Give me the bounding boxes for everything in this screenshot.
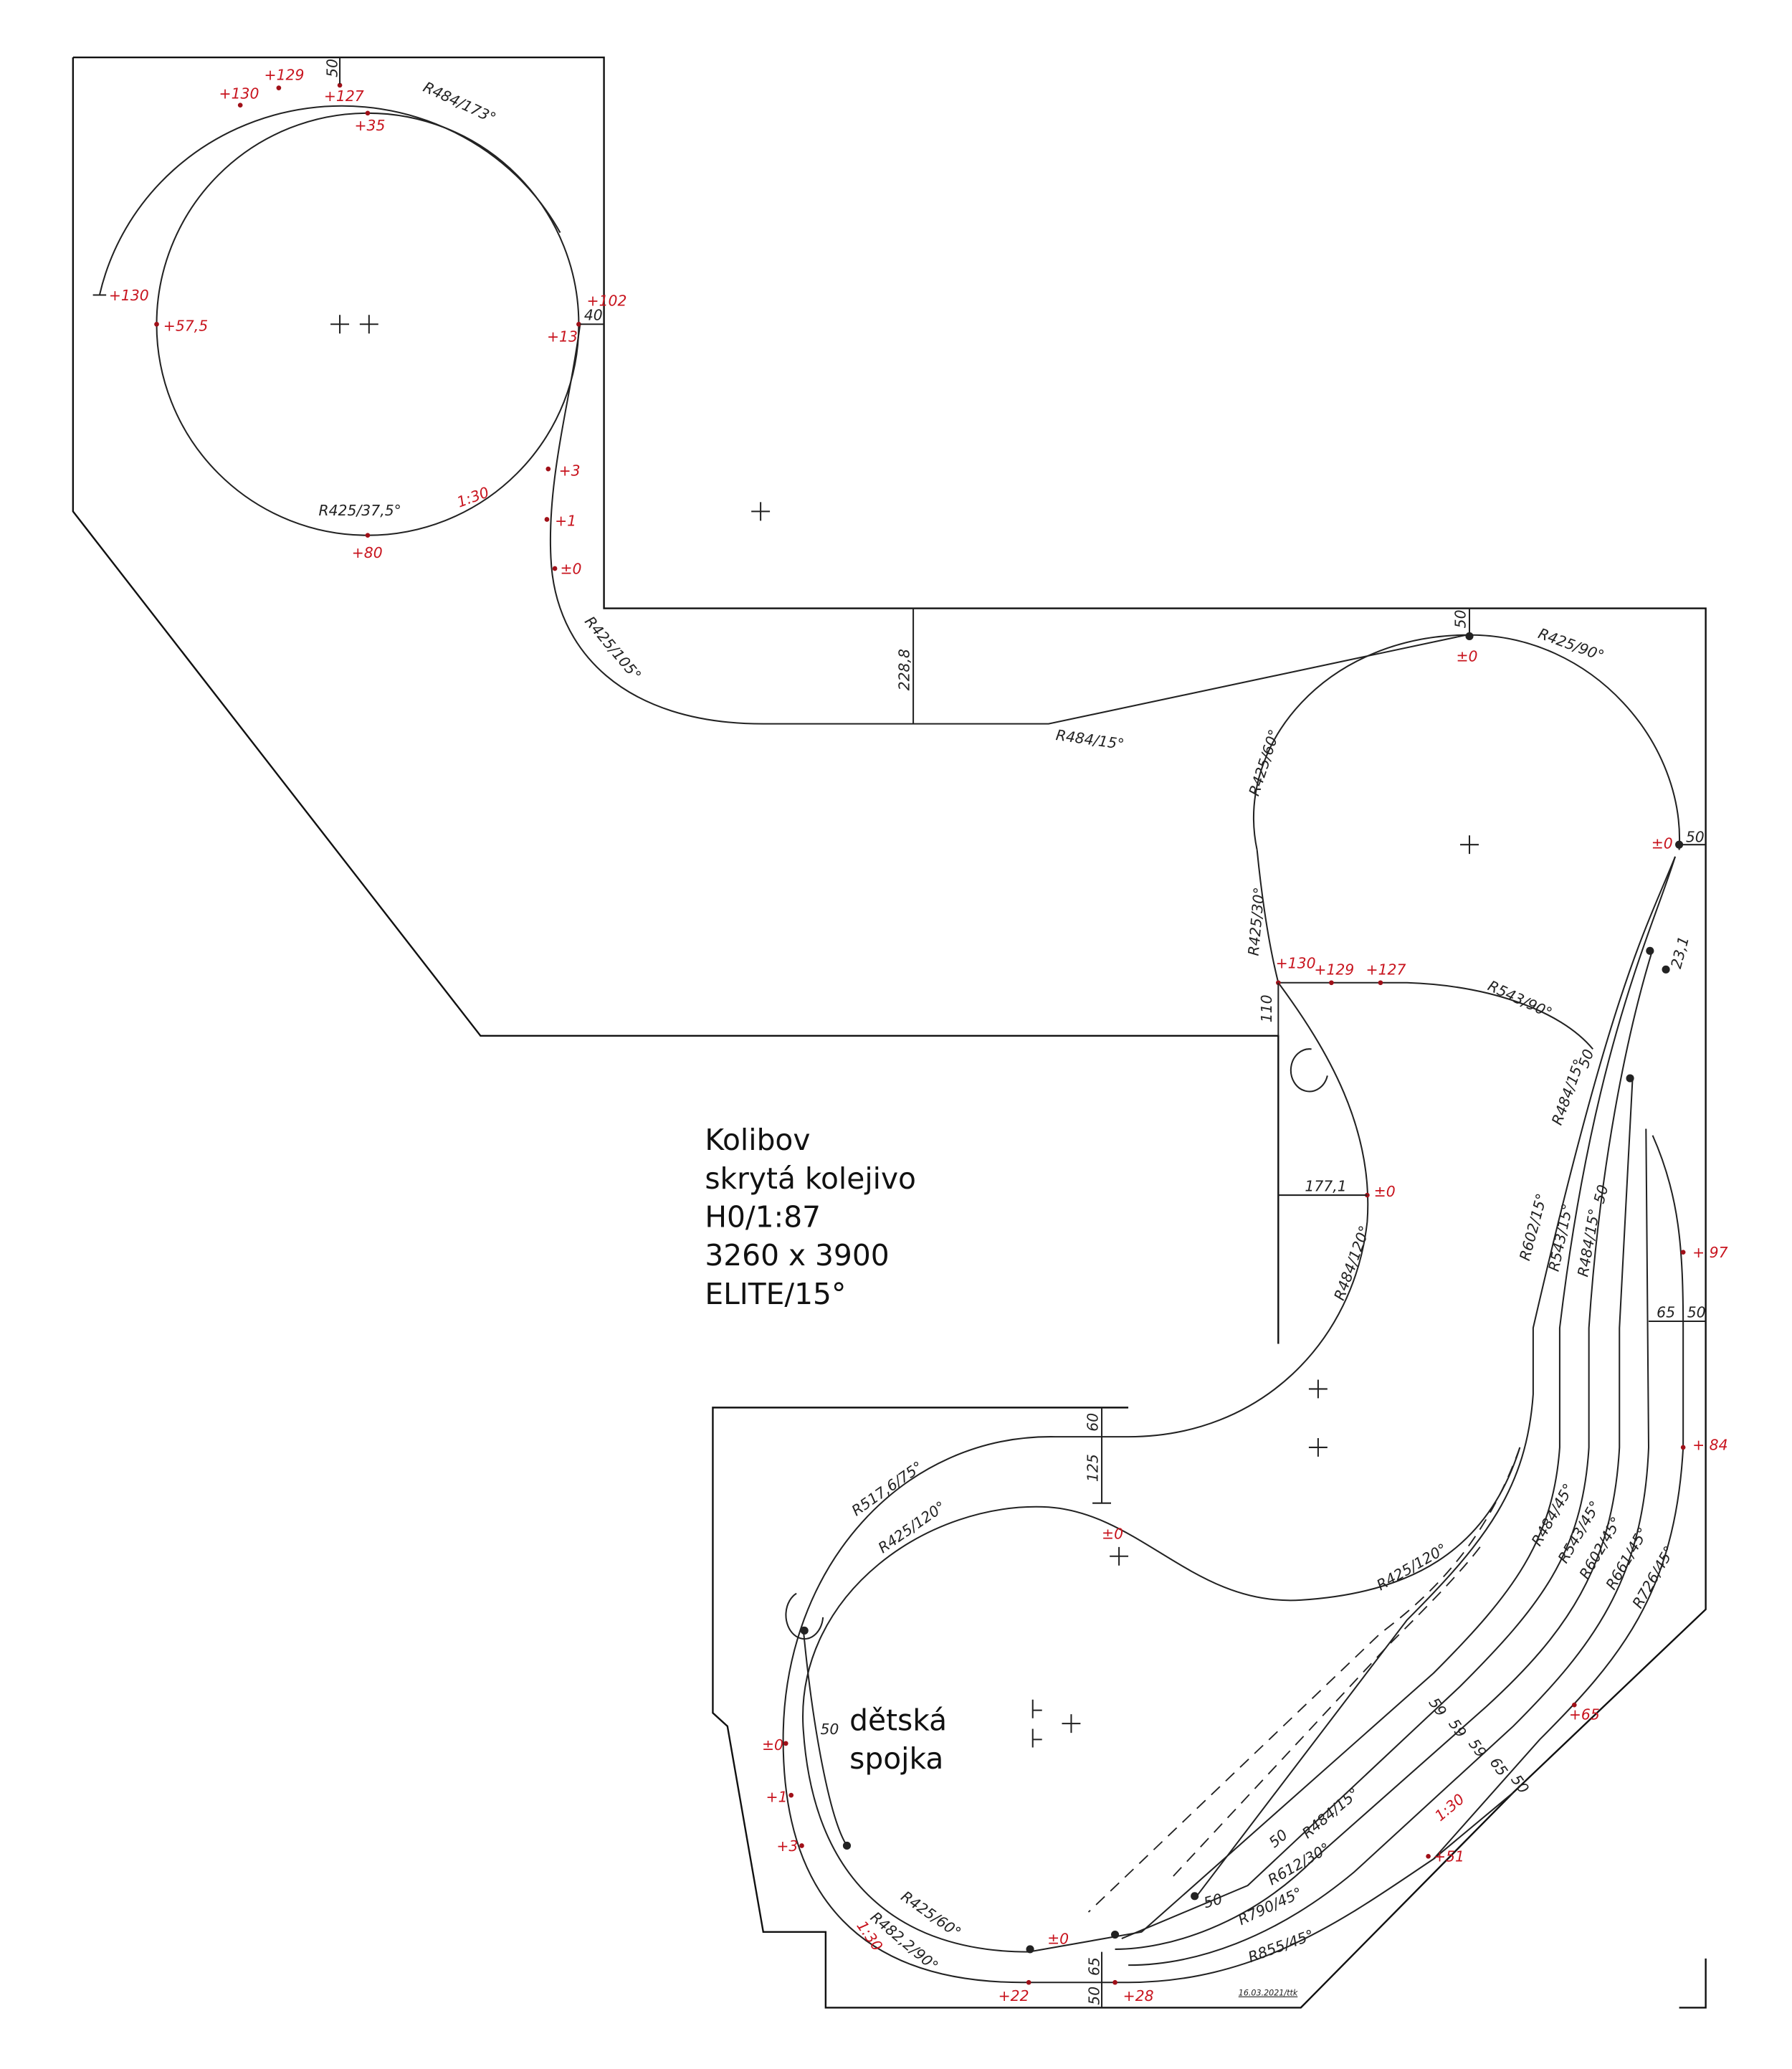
elevation-label: +80 bbox=[352, 544, 383, 561]
track-label: R425/60° bbox=[1245, 727, 1282, 798]
elevation-label: +51 bbox=[1434, 1848, 1464, 1865]
elevation-label: +1 bbox=[555, 513, 576, 530]
elevation-label: ±0 bbox=[1102, 1526, 1123, 1543]
descent-track bbox=[549, 324, 1467, 725]
track-label: R790/45° bbox=[1235, 1884, 1305, 1928]
elevation-label: +129 bbox=[264, 67, 305, 84]
elevation-label: +28 bbox=[1123, 1987, 1154, 2004]
track-label: R425/37,5° bbox=[318, 502, 401, 519]
elevation-label: +127 bbox=[324, 87, 364, 105]
track-label: R602/15° bbox=[1516, 1192, 1550, 1262]
elevation-label: +3 bbox=[559, 462, 581, 479]
track-label: R484/120° bbox=[1330, 1223, 1373, 1303]
track-label: R484/173° bbox=[421, 78, 499, 127]
elevation-points bbox=[154, 82, 1686, 1985]
dimension-value: 50 bbox=[1686, 828, 1705, 845]
elevation-label: +3 bbox=[776, 1837, 798, 1855]
elevation-label: ±0 bbox=[1374, 1183, 1396, 1200]
track-label: R484/15° bbox=[1574, 1207, 1603, 1278]
note-line: spojka bbox=[849, 1741, 943, 1776]
elevation-label: +22 bbox=[999, 1987, 1029, 2004]
dimension-value: 50 bbox=[1452, 609, 1469, 628]
elevation-label: +127 bbox=[1366, 961, 1406, 979]
layout-name: Kolibov bbox=[705, 1123, 810, 1157]
track-label: R484/15° bbox=[1548, 1057, 1588, 1127]
dimension-value: 59 bbox=[1445, 1716, 1470, 1741]
elevation-label: +130 bbox=[109, 287, 149, 304]
dimension-value: 50 bbox=[1266, 1826, 1291, 1851]
track-radius-labels: R484/173° R425/37,5° R425/105° R484/15° … bbox=[318, 78, 1678, 1974]
dimension-value: 50 bbox=[323, 59, 340, 77]
elevation-label: ±0 bbox=[1456, 648, 1477, 665]
dimension-value: 50 bbox=[1591, 1183, 1612, 1205]
dimension-value: 40 bbox=[584, 307, 603, 324]
elevation-label: +130 bbox=[1276, 954, 1316, 971]
elevation-label: ±0 bbox=[1047, 1931, 1069, 1948]
track-label: R425/120° bbox=[875, 1498, 949, 1556]
dimension-value: 50 bbox=[1085, 1987, 1102, 2005]
layout-scale: H0/1:87 bbox=[705, 1200, 821, 1235]
elevation-label: +1 bbox=[766, 1788, 788, 1805]
elevation-label: +130 bbox=[219, 85, 259, 102]
layout-subtitle: skrytá kolejivo bbox=[705, 1161, 916, 1196]
track-label: R484/15° bbox=[1299, 1784, 1363, 1842]
title-block: Kolibov skrytá kolejivo H0/1:87 3260 x 3… bbox=[705, 1123, 916, 1311]
track-label: R425/30° bbox=[1245, 886, 1268, 956]
dimension-value: 125 bbox=[1084, 1454, 1101, 1482]
track-label: R425/120° bbox=[1373, 1540, 1449, 1594]
elevation-label: +13 bbox=[547, 328, 578, 345]
dimension-value: 23,1 bbox=[1667, 935, 1692, 971]
helix-outer-track bbox=[98, 105, 561, 295]
dimension-value: 110 bbox=[1258, 994, 1275, 1022]
dimension-value: 50 bbox=[1202, 1890, 1224, 1911]
note-line: dětská bbox=[849, 1703, 947, 1737]
dimension-value: 65 bbox=[1085, 1957, 1102, 1976]
dimension-lines bbox=[339, 57, 1706, 2008]
dimension-values: 50 40 228,8 50 50 23,1 110 50 177,1 50 6… bbox=[323, 59, 1705, 2005]
tracks bbox=[92, 105, 1684, 1984]
elevation-labels: +130 +129 +127 +35 +130 +57,5 +102 +13 +… bbox=[109, 67, 1728, 2005]
r543-curve bbox=[1278, 981, 1594, 1050]
dimension-value: 65 bbox=[1657, 1303, 1675, 1321]
elevation-label: +129 bbox=[1314, 961, 1354, 979]
elevation-label: +57,5 bbox=[163, 318, 208, 335]
track-label: R855/45° bbox=[1246, 1926, 1316, 1966]
drawing-date: 16.03.2021/ttk bbox=[1239, 1989, 1298, 1998]
elevation-label: ±0 bbox=[762, 1736, 783, 1754]
dimension-value: 50 bbox=[1507, 1771, 1533, 1797]
dimension-value: 177,1 bbox=[1305, 1178, 1346, 1195]
elevation-label: +35 bbox=[354, 117, 385, 134]
bottom-inner-track bbox=[802, 1447, 1521, 1953]
dimension-value: 228,8 bbox=[896, 649, 913, 690]
track-label: R484/15° bbox=[1055, 726, 1125, 753]
dimension-value: 59 bbox=[1465, 1736, 1490, 1761]
track-label: R425/90° bbox=[1536, 624, 1606, 664]
layout-size: 3260 x 3900 bbox=[705, 1238, 889, 1273]
dimension-value: 50 bbox=[1687, 1303, 1706, 1321]
elevation-label: +65 bbox=[1569, 1706, 1600, 1723]
connection-note: dětská spojka bbox=[849, 1703, 947, 1776]
elevation-label: + 84 bbox=[1692, 1437, 1727, 1454]
layout-track-system: ELITE/15° bbox=[705, 1277, 846, 1311]
dimension-value: 60 bbox=[1084, 1413, 1101, 1432]
track-label: R517,6/75° bbox=[849, 1457, 926, 1519]
track-label: R425/105° bbox=[581, 613, 644, 684]
elevation-label: ±0 bbox=[560, 560, 581, 577]
track-label: R543/90° bbox=[1485, 977, 1555, 1022]
elevation-label: +102 bbox=[587, 292, 627, 309]
baseboard-outline bbox=[72, 56, 1707, 2009]
dimension-value: 50 bbox=[820, 1721, 839, 1738]
centre-marks bbox=[330, 315, 1479, 1748]
elevation-label: + 97 bbox=[1692, 1244, 1727, 1261]
r484-120-curve bbox=[782, 982, 1514, 1984]
elevation-label: ±0 bbox=[1652, 835, 1673, 852]
